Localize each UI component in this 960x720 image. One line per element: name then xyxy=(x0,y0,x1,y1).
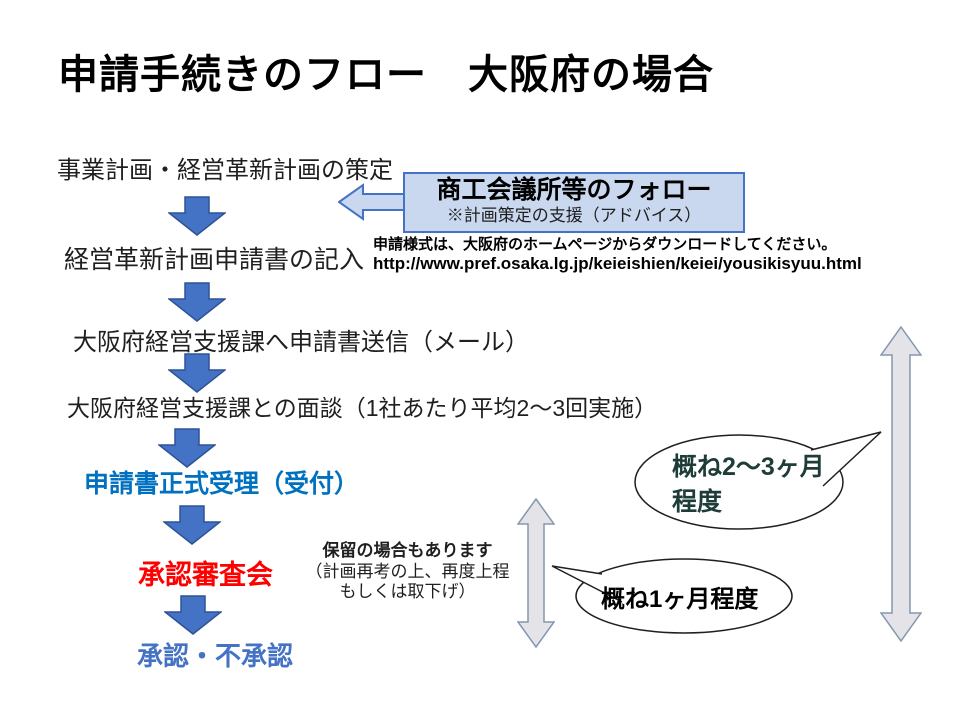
support-callout-box: 商工会議所等のフォロー ※計画策定の支援（アドバイス） xyxy=(403,172,745,233)
hold-note: 保留の場合もあります （計画再考の上、再度上程 もしくは取下げ） xyxy=(300,541,515,603)
duration-double-arrow-overall-icon xyxy=(879,325,923,643)
hold-note-line2: （計画再考の上、再度上程 xyxy=(305,561,510,581)
download-note: 申請様式は、大阪府のホームページからダウンロードしてください。 http://w… xyxy=(373,236,862,275)
flow-step-official-acceptance: 申請書正式受理（受付） xyxy=(84,470,360,498)
page-title: 申請手続きのフロー 大阪府の場合 xyxy=(58,53,714,97)
flow-step-fill-application: 経営革新計画申請書の記入 xyxy=(64,246,365,274)
flow-arrow-down-icon xyxy=(166,353,228,393)
download-url: http://www.pref.osaka.lg.jp/keieishien/k… xyxy=(373,254,862,274)
flow-step-plan: 事業計画・経営革新計画の策定 xyxy=(57,157,393,184)
flow-arrow-down-icon xyxy=(166,196,228,236)
bubble-overall-duration xyxy=(633,424,888,536)
support-callout-subtitle: ※計画策定の支援（アドバイス） xyxy=(446,206,702,225)
hold-note-line1: 保留の場合もあります xyxy=(322,541,493,560)
flow-arrow-down-icon xyxy=(166,282,228,322)
flow-arrow-down-icon xyxy=(162,595,224,635)
flow-arrow-down-icon xyxy=(156,428,218,468)
hold-note-line3: もしくは取下げ） xyxy=(339,582,476,602)
support-callout-title: 商工会議所等のフォロー xyxy=(436,176,712,204)
arrow-left-icon xyxy=(337,183,405,221)
flow-arrow-down-icon xyxy=(161,505,223,545)
flow-step-approval-result: 承認・不承認 xyxy=(137,641,294,671)
flow-step-interview: 大阪府経営支援課との面談（1社あたり平均2～3回実施） xyxy=(67,395,658,421)
bubble-review-duration-text: 概ね1ヶ月程度 xyxy=(601,586,759,613)
bubble-review-duration xyxy=(548,552,796,640)
bubble-overall-duration-text: 概ね2～3ヶ月 程度 xyxy=(672,453,825,516)
download-note-text: 申請様式は、大阪府のホームページからダウンロードしてください。 xyxy=(373,236,837,253)
flow-step-approval-committee: 承認審査会 xyxy=(138,560,273,590)
flow-step-send-application: 大阪府経営支援課へ申請書送信（メール） xyxy=(73,329,529,356)
duration-double-arrow-review-icon xyxy=(516,497,556,649)
